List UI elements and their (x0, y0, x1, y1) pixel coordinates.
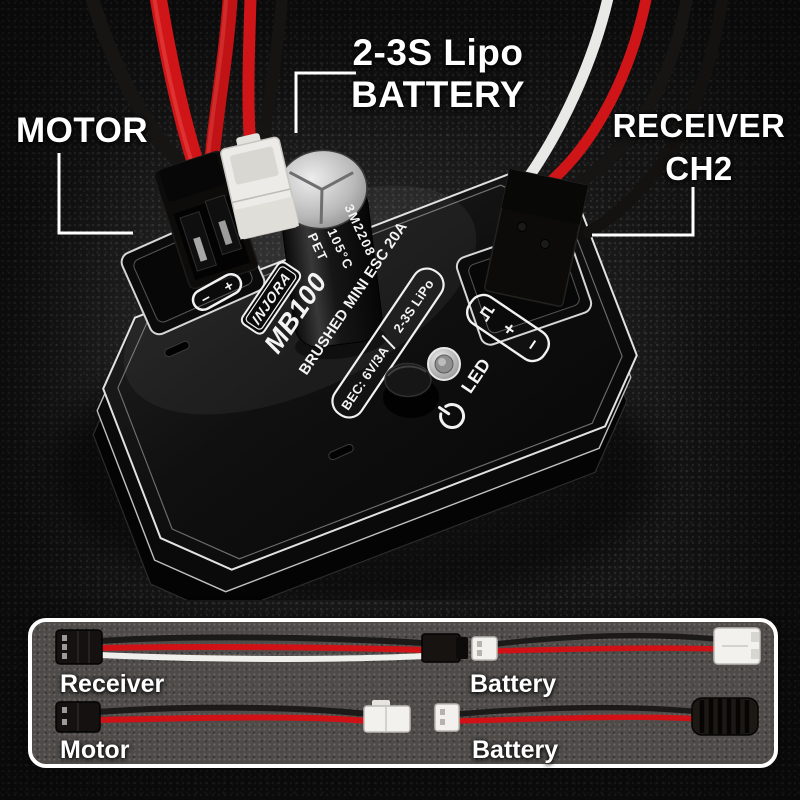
power-icon (438, 403, 466, 429)
cable-motor (55, 700, 411, 733)
motor-wire-black (85, 0, 193, 177)
battery-polarity-pill: + − (465, 293, 551, 363)
receiver-connector (483, 169, 589, 307)
capacitor-vent (288, 170, 354, 224)
esc-illustration: 3M2208 105°C PET (56, 0, 729, 600)
case-slot (164, 340, 190, 358)
traxxas-connector (691, 697, 759, 736)
motor-connector (153, 150, 259, 290)
receiver-wire-black (565, 0, 693, 194)
motor-wire-red (203, 0, 238, 180)
cable-battery-traxxas (434, 697, 759, 736)
annotation-receiver-line1: RECEIVER (612, 107, 786, 144)
cable-label-battery-2: Battery (472, 736, 559, 764)
receiver-wire-red (543, 0, 652, 189)
leader-line-battery (294, 71, 356, 133)
battery-connector (220, 133, 300, 240)
cable-panel: Receiver Battery Motor Battery (28, 618, 778, 768)
leader-lines (57, 71, 695, 237)
spec-divider (381, 334, 396, 350)
setup-button (383, 362, 439, 418)
cable-label-motor: Motor (60, 736, 130, 764)
annotation-battery-line1: 2-3S Lipo (352, 32, 524, 73)
annotation-battery: 2-3S Lipo BATTERY (340, 32, 536, 116)
pulse-icon (479, 305, 496, 323)
motor-polarity-pill: − + (191, 272, 243, 312)
annotation-motor: MOTOR (16, 111, 149, 150)
cable-label-battery-1: Battery (470, 670, 557, 698)
cable-label-receiver: Receiver (60, 670, 165, 698)
servo-plug (421, 633, 461, 663)
jst-ph-connector (434, 703, 460, 732)
cable-panel-art (55, 627, 761, 736)
case-slot (328, 443, 354, 461)
receiver-wire-black (583, 0, 729, 238)
led-indicator (427, 347, 461, 381)
battery-wire-red (242, 0, 257, 148)
annotation-battery-line2: BATTERY (350, 74, 526, 115)
battery-wire-black (256, 0, 288, 154)
motor-wire-red (149, 0, 208, 183)
jst-ph-connector (471, 636, 498, 661)
receiver-wire-white (522, 0, 614, 184)
capacitor: 3M2208 105°C PET (276, 149, 387, 360)
cable-receiver (55, 629, 468, 665)
servo-connector (55, 629, 103, 665)
wires (85, 0, 729, 238)
motor-pin (218, 220, 233, 246)
annotation-receiver: RECEIVER CH2 (600, 104, 798, 190)
leader-line-motor (57, 153, 133, 235)
jst-connector (363, 705, 411, 733)
leader-line-receiver (592, 187, 695, 237)
cable-battery-jst (471, 627, 761, 665)
annotation-receiver-line2: CH2 (665, 150, 733, 187)
motor-pin (193, 236, 208, 262)
